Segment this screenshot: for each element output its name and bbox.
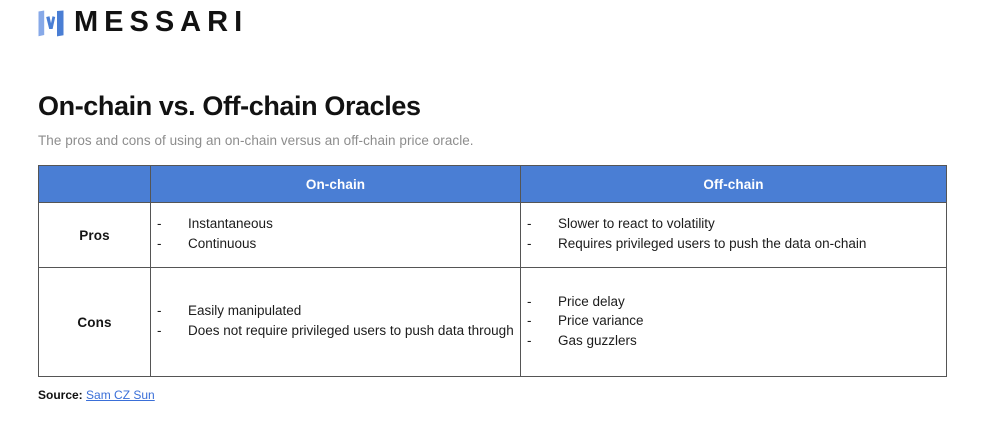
list-item: Does not require privileged users to pus…: [151, 322, 520, 341]
page-title: On-chain vs. Off-chain Oracles: [38, 91, 421, 121]
bullet-list-cons-on-chain: Easily manipulated Does not require priv…: [151, 302, 520, 340]
table-header-off-chain: Off-chain: [520, 165, 947, 203]
row-label-pros: Pros: [38, 202, 151, 268]
brand-wordmark: MESSARI: [74, 6, 249, 38]
list-item: Easily manipulated: [151, 302, 520, 321]
comparison-table: On-chain Off-chain Pros Instantaneous Co…: [38, 165, 947, 377]
list-item: Gas guzzlers: [521, 332, 946, 351]
bullet-list-pros-off-chain: Slower to react to volatility Requires p…: [521, 215, 946, 253]
cell-cons-off-chain: Price delay Price variance Gas guzzlers: [520, 267, 947, 377]
list-item: Requires privileged users to push the da…: [521, 235, 946, 254]
table-header-on-chain: On-chain: [150, 165, 521, 203]
brand-bar: MESSARI: [38, 8, 248, 39]
bullet-list-pros-on-chain: Instantaneous Continuous: [151, 215, 520, 253]
list-item: Continuous: [151, 235, 520, 254]
row-label-cons: Cons: [38, 267, 151, 377]
source-link[interactable]: Sam CZ Sun: [86, 388, 155, 402]
cell-cons-on-chain: Easily manipulated Does not require priv…: [150, 267, 521, 377]
bullet-list-cons-off-chain: Price delay Price variance Gas guzzlers: [521, 293, 946, 351]
cell-pros-on-chain: Instantaneous Continuous: [150, 202, 521, 268]
list-item: Price variance: [521, 312, 946, 331]
cell-pros-off-chain: Slower to react to volatility Requires p…: [520, 202, 947, 268]
table-header-row: On-chain Off-chain: [38, 165, 947, 203]
list-item: Slower to react to volatility: [521, 215, 946, 234]
source-line: Source: Sam CZ Sun: [38, 388, 155, 404]
page-subtitle: The pros and cons of using an on-chain v…: [38, 133, 474, 148]
list-item: Instantaneous: [151, 215, 520, 234]
source-label: Source:: [38, 388, 83, 402]
messari-logo-mark-icon: [38, 10, 64, 37]
list-item: Price delay: [521, 293, 946, 312]
table-row: Pros Instantaneous Continuous Slower to …: [38, 202, 947, 268]
table-row: Cons Easily manipulated Does not require…: [38, 267, 947, 377]
table-header-corner: [38, 165, 151, 203]
